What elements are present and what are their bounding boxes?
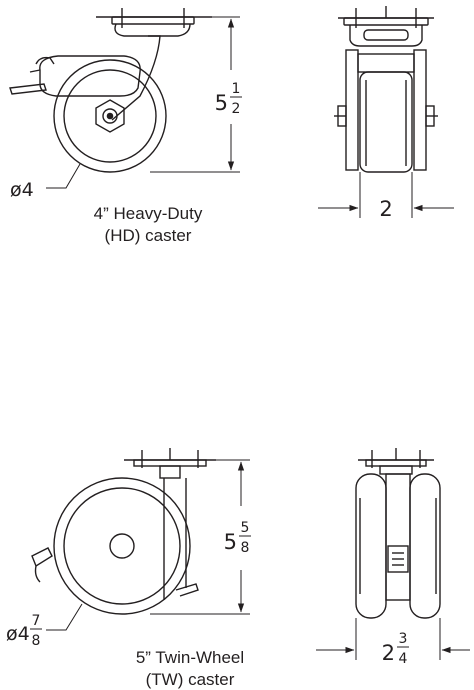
tw-height-label: 5 5 8 [224,520,251,556]
tw-caster-side-view [31,448,216,615]
tw-height-whole: 5 [224,530,237,554]
tw-diameter-denominator: 8 [32,633,41,649]
hd-height-numerator: 1 [232,81,241,97]
hd-width-dimension [318,172,454,218]
hd-width-label: 2 [379,197,392,221]
hd-caption-line1: 4” Heavy-Duty [94,204,203,223]
hd-diameter-whole: 4 [22,179,34,201]
svg-text:ø4: ø4 [6,623,30,645]
tw-width-denominator: 4 [399,651,408,667]
hd-height-label: 5 1 2 [215,81,242,117]
tw-height-dimension [150,459,250,615]
tw-diameter-leader [46,603,83,631]
tw-diameter-numerator: 7 [32,613,41,629]
tw-height-numerator: 5 [241,520,250,536]
tw-width-whole: 2 [382,641,395,665]
hd-height-whole: 5 [215,91,228,115]
hd-caster-side-view [9,8,212,173]
hd-height-dimension [150,16,240,173]
hd-diameter-leader [46,163,81,189]
tw-width-label: 2 3 4 [382,631,409,667]
diameter-symbol: ø [6,623,18,645]
diameter-symbol: ø [10,179,22,201]
tw-width-dimension [316,618,470,660]
hd-caption-line2: (HD) caster [105,226,192,245]
tw-diameter-label: ø4 7 8 [6,613,42,649]
hd-height-denominator: 2 [232,101,241,117]
hd-diameter-label: ø4 [10,179,34,201]
tw-diameter-whole: 4 [18,623,30,645]
tw-height-denominator: 8 [241,540,250,556]
tw-caption-line2: (TW) caster [146,670,235,689]
tw-width-numerator: 3 [399,631,408,647]
tw-caption-line1: 5” Twin-Wheel [136,648,244,667]
tw-caster-front-view [355,448,441,619]
hd-caster-front-view [334,6,438,173]
